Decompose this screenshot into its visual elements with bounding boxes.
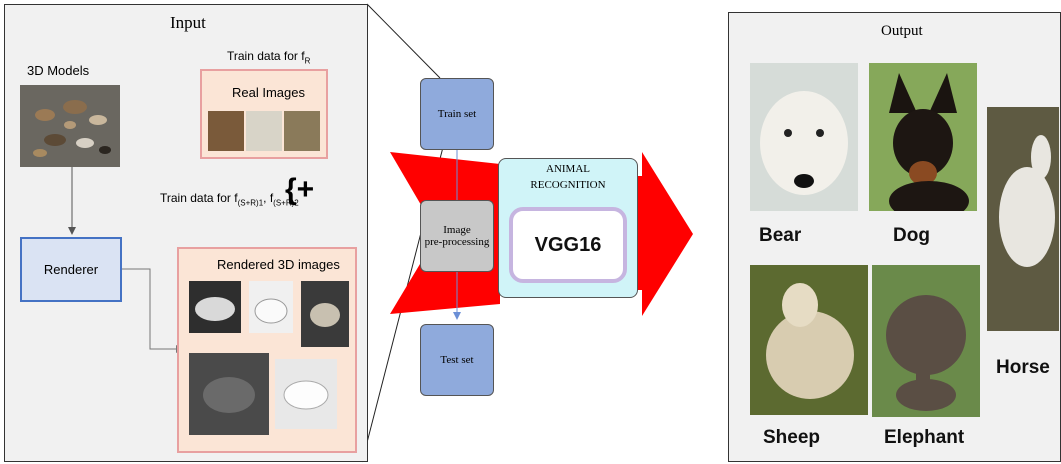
input-title: Input [170, 13, 206, 32]
horse-photo [987, 107, 1059, 331]
models-label: 3D Models [27, 63, 90, 78]
vgg16-box: VGG16 [509, 207, 627, 283]
train-fr-label: Train data for fR [227, 49, 311, 66]
rendered-polar-bear-image [249, 281, 293, 333]
rendered-sheep-image [301, 281, 349, 347]
recognition-box: ANIMAL RECOGNITION VGG16 [498, 158, 638, 298]
preprocess-label-line2: pre-processing [424, 236, 490, 248]
preprocessing-node: Image pre-processing [420, 200, 494, 272]
train-set-node: Train set [420, 78, 494, 150]
preprocess-label-line1: Image [443, 224, 471, 236]
dog-label: Dog [893, 225, 930, 246]
elephant-photo [872, 265, 980, 417]
rendered-images-box: Rendered 3D images [177, 247, 357, 453]
train-fsr-label: Train data for f(S+R)1, f(S+R)2 [160, 191, 299, 208]
bear-photo [750, 63, 858, 211]
test-set-label: Test set [440, 354, 474, 366]
dog-photo [869, 63, 977, 211]
rendered-bear-image [189, 281, 241, 333]
elephant-label: Elephant [884, 427, 965, 448]
bear-label: Bear [759, 225, 802, 246]
input-panel: Input 3D Models Train data for fR [4, 4, 368, 462]
models-illustration [20, 85, 120, 167]
plus-brace: {+ [285, 173, 315, 206]
zoom-line-top [366, 3, 441, 79]
recognition-title-line2: RECOGNITION [530, 179, 606, 191]
renderer-to-rendered-arrow [122, 268, 184, 353]
rendered-white-bear-image [275, 359, 337, 429]
train-set-label: Train set [437, 108, 477, 120]
models-to-renderer-arrow [68, 167, 76, 235]
sheep-photo [750, 265, 868, 415]
real-sheep-image [246, 111, 282, 151]
output-title: Output [881, 23, 923, 39]
real-animal-image [284, 111, 320, 151]
test-set-node: Test set [420, 324, 494, 396]
renderer-box: Renderer [20, 237, 122, 302]
vgg16-label: VGG16 [534, 233, 602, 256]
renderer-label: Renderer [43, 262, 99, 277]
rendered-title: Rendered 3D images [217, 257, 340, 272]
real-images-box: Real Images [200, 69, 328, 159]
rendered-ram-image [189, 353, 269, 435]
recognition-title-line1: ANIMAL [546, 163, 590, 175]
real-bear-image [208, 111, 244, 151]
sheep-label: Sheep [763, 427, 821, 448]
output-panel: Output Bear Dog [728, 12, 1061, 462]
models-image [20, 85, 120, 167]
real-images-title: Real Images [232, 85, 305, 100]
horse-label: Horse [996, 357, 1050, 378]
